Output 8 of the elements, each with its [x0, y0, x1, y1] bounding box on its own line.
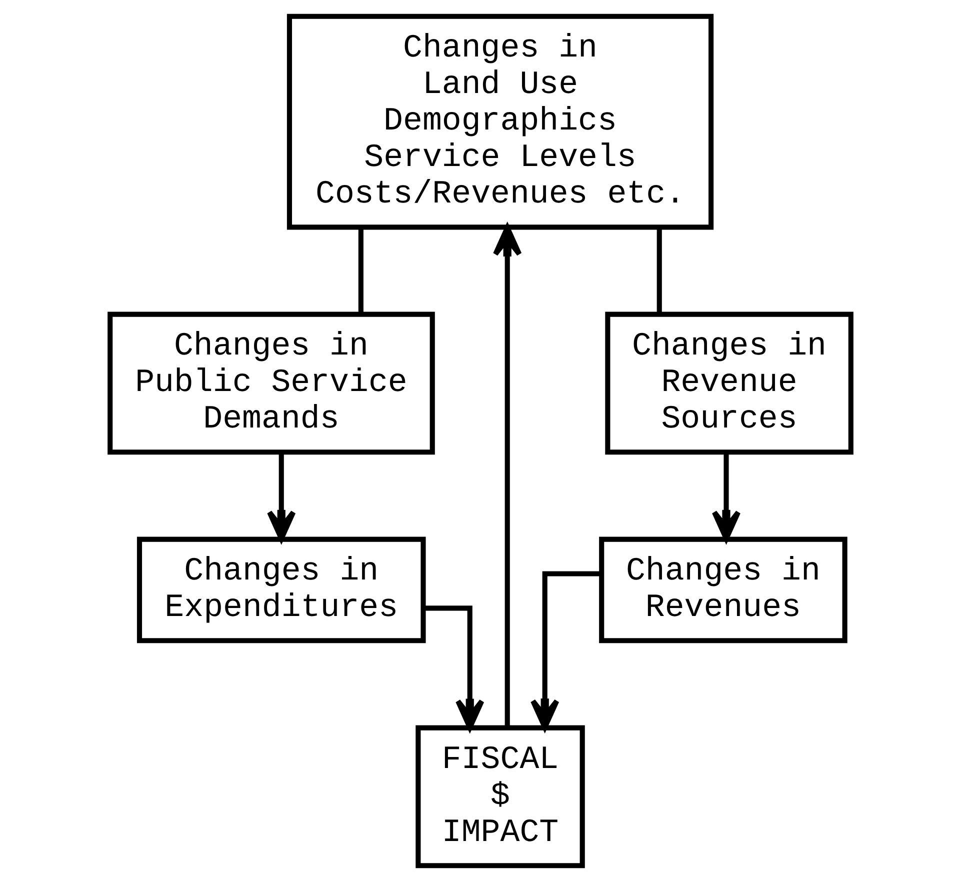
connector	[358, 227, 363, 314]
node-box: Changes in Revenue Sources	[604, 312, 853, 455]
node-box: Changes in Land Use Demographics Service Levels Costs/Revenues etc.	[286, 14, 714, 230]
node-box: Changes in Expenditures	[136, 536, 426, 644]
node-box: Changes in Revenues	[598, 536, 847, 644]
connector	[656, 227, 662, 314]
node-box: Changes in Public Service Demands	[107, 312, 434, 455]
node-box: FISCAL $ IMPACT	[415, 725, 584, 868]
